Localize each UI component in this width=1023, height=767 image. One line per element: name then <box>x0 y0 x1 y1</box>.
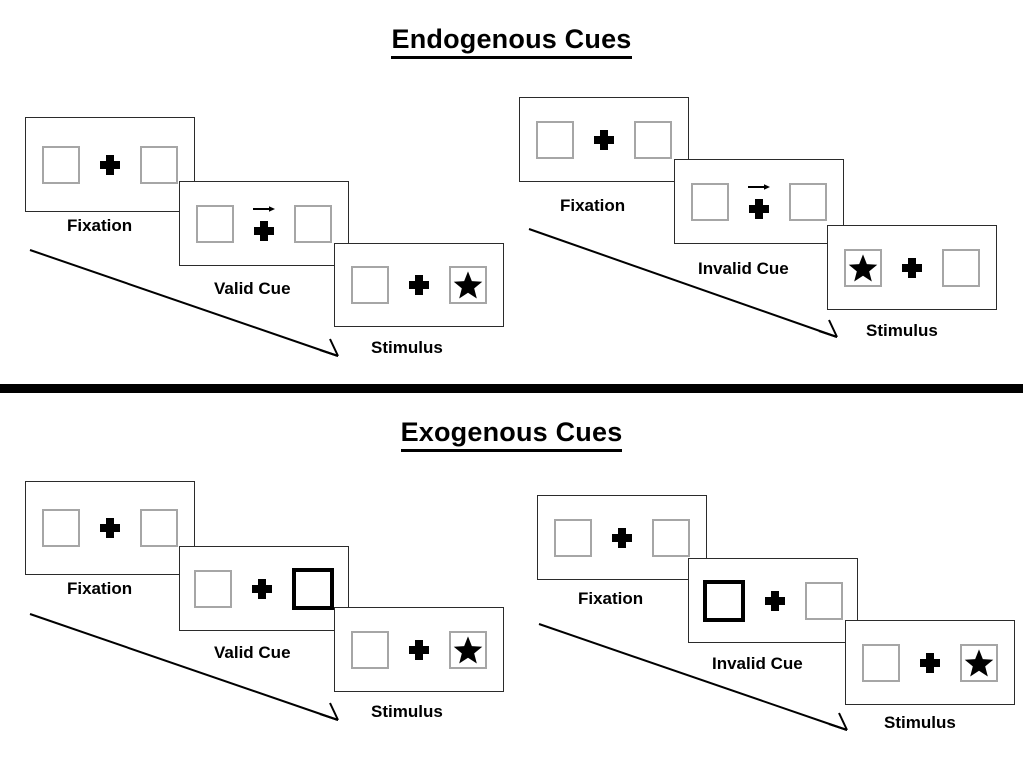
stimulus-box-left <box>691 182 729 221</box>
stimulus-box-right <box>805 581 843 620</box>
trial-panel-exogenous-valid-stimulus <box>334 607 504 692</box>
section-title-endogenous: Endogenous Cues <box>0 24 1023 59</box>
star-icon <box>848 253 878 281</box>
stimulus-box-right <box>294 204 332 243</box>
stimulus-box-left <box>196 204 234 243</box>
centre-cue-area <box>407 631 431 669</box>
panel-label-invalid-cue: Invalid Cue <box>698 259 789 278</box>
centre-cue-area <box>407 266 431 304</box>
trial-panel-endogenous-valid-stimulus <box>334 243 504 327</box>
centre-cue-area <box>252 205 276 243</box>
stimulus-box-left <box>536 120 574 159</box>
fixation-cross-icon <box>254 220 274 241</box>
centre-cue-area <box>250 570 274 608</box>
arrow-right-cue-icon <box>253 205 275 212</box>
panel-label-stimulus: Stimulus <box>884 713 956 732</box>
stimulus-box-right <box>449 266 487 304</box>
star-icon <box>453 271 483 299</box>
fixation-cross-icon <box>252 578 272 599</box>
fixation-cross-icon <box>409 275 429 295</box>
centre-cue-area <box>918 644 942 682</box>
fixation-cross-icon <box>100 518 120 538</box>
stimulus-box-right <box>960 643 998 682</box>
stimulus-box-left <box>351 266 389 304</box>
fixation-cross-icon <box>594 129 614 150</box>
panel-label-stimulus: Stimulus <box>371 702 443 721</box>
stimulus-box-right-cued <box>292 567 334 610</box>
fixation-cross-icon <box>100 154 120 175</box>
stimulus-box-right <box>942 248 980 287</box>
stimulus-box-left-cued <box>703 579 745 622</box>
stimulus-box-right <box>140 509 178 547</box>
stimulus-box-left <box>42 145 80 184</box>
stimulus-box-right <box>789 182 827 221</box>
trial-panel-exogenous-invalid-fixation <box>537 495 707 580</box>
fixation-cross-icon <box>749 198 769 219</box>
fixation-cross-icon <box>612 527 632 548</box>
panel-label-fixation: Fixation <box>67 216 133 235</box>
trial-panel-exogenous-valid-fixation <box>25 481 195 575</box>
trial-panel-endogenous-invalid-fixation <box>519 97 689 182</box>
stimulus-box-left <box>554 518 592 557</box>
centre-cue-area <box>610 519 634 557</box>
panel-label-invalid-cue: Invalid Cue <box>712 654 803 673</box>
stimulus-box-left <box>862 643 900 682</box>
fixation-cross-icon <box>902 257 922 278</box>
star-icon <box>453 635 483 663</box>
centre-cue-area <box>98 146 122 184</box>
fixation-cross-icon <box>409 639 429 660</box>
fixation-cross-icon <box>765 590 785 611</box>
centre-cue-area <box>763 582 787 620</box>
section-title-exogenous-text: Exogenous Cues <box>400 417 623 452</box>
stimulus-box-left <box>351 630 389 669</box>
trial-panel-endogenous-valid-cue <box>179 181 349 266</box>
panel-label-fixation: Fixation <box>67 579 133 598</box>
trial-panel-endogenous-valid-fixation <box>25 117 195 212</box>
trial-panel-endogenous-invalid-cue <box>674 159 844 244</box>
section-divider <box>0 384 1023 393</box>
arrow-right-cue-icon <box>748 183 770 190</box>
centre-cue-area <box>592 121 616 159</box>
section-title-endogenous-text: Endogenous Cues <box>391 24 632 59</box>
panel-label-stimulus: Stimulus <box>866 321 938 340</box>
trial-panel-exogenous-valid-cue <box>179 546 349 631</box>
panel-label-stimulus: Stimulus <box>371 338 443 357</box>
stimulus-box-left <box>42 509 80 547</box>
centre-cue-area <box>900 249 924 287</box>
centre-cue-area <box>747 183 771 221</box>
centre-cue-area <box>98 509 122 547</box>
panel-label-fixation: Fixation <box>578 589 644 608</box>
trial-panel-exogenous-invalid-stimulus <box>845 620 1015 705</box>
panel-label-fixation: Fixation <box>560 196 626 215</box>
star-icon <box>964 648 994 676</box>
trial-panel-endogenous-invalid-stimulus <box>827 225 997 310</box>
fixation-cross-icon <box>920 652 940 673</box>
panel-label-valid-cue: Valid Cue <box>214 643 291 662</box>
stimulus-box-left <box>194 569 232 608</box>
stimulus-box-right <box>449 630 487 669</box>
stimulus-box-right <box>634 120 672 159</box>
trial-panel-exogenous-invalid-cue <box>688 558 858 643</box>
stimulus-box-right <box>652 518 690 557</box>
section-title-exogenous: Exogenous Cues <box>0 417 1023 452</box>
stimulus-box-left <box>844 248 882 287</box>
panel-label-valid-cue: Valid Cue <box>214 279 291 298</box>
stimulus-box-right <box>140 145 178 184</box>
